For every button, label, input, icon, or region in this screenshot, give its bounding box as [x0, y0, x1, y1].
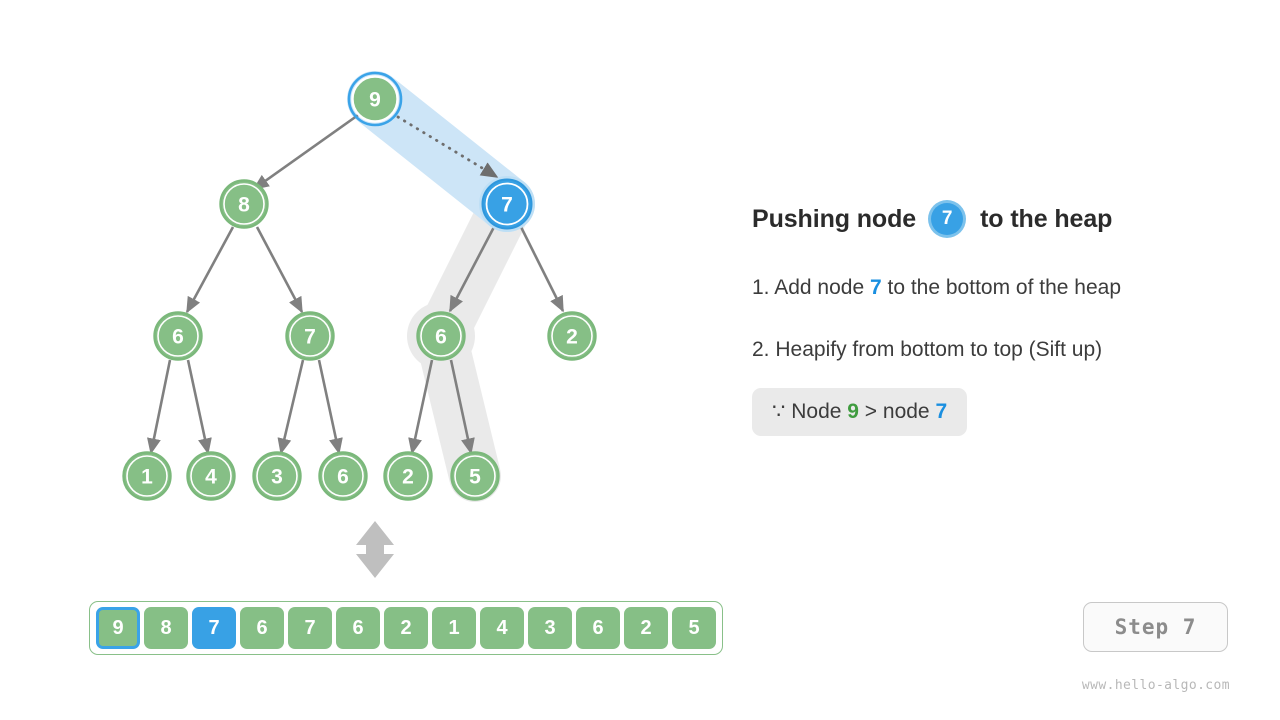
tree-edges: [147, 111, 565, 455]
tree-node-8[interactable]: 8: [219, 179, 269, 229]
explanation-panel: Pushing node 7 to the heap 1. Add node 7…: [752, 200, 1222, 436]
tree-node-label: 3: [271, 466, 283, 489]
array-cell[interactable]: 5: [672, 607, 716, 649]
badge-value: 7: [931, 203, 964, 235]
array-cell[interactable]: 6: [576, 607, 620, 649]
step-line-2: 2. Heapify from bottom to top (Sift up): [752, 338, 1222, 362]
reason-value-a: 9: [847, 400, 859, 423]
array-cell[interactable]: 6: [240, 607, 284, 649]
tree-node-label: 9: [369, 89, 381, 112]
tree-node-label: 5: [469, 466, 481, 489]
step-1-index: 1.: [752, 276, 770, 299]
tree-node-label: 4: [205, 466, 217, 489]
edge-7-2: [519, 226, 565, 313]
reason-middle: > node: [864, 400, 930, 423]
tree-array-link-arrow: [356, 521, 394, 578]
swap-dotted-arrow: [396, 115, 499, 179]
edge-6b-5: [449, 359, 475, 455]
array-cell[interactable]: 8: [144, 607, 188, 649]
edge-9-8: [252, 111, 362, 191]
tree-node-label: 1: [141, 466, 153, 489]
panel-title: Pushing node 7 to the heap: [752, 200, 1222, 238]
title-prefix: Pushing node: [752, 204, 917, 233]
tree-node-leaf-4[interactable]: 4: [186, 451, 236, 501]
title-suffix: to the heap: [980, 204, 1113, 233]
array-cell[interactable]: 7: [192, 607, 236, 649]
step-2-index: 2.: [752, 338, 770, 361]
array-cell[interactable]: 9: [96, 607, 140, 649]
reason-value-b: 7: [935, 400, 948, 423]
edge-8-6: [185, 226, 235, 314]
array-cell[interactable]: 3: [528, 607, 572, 649]
step-badge: Step 7: [1083, 602, 1228, 652]
array-cell[interactable]: 6: [336, 607, 380, 649]
tree-node-6-halo[interactable]: 6: [416, 311, 466, 361]
pushed-node-badge: 7: [928, 200, 967, 238]
tree-node-label: 8: [238, 194, 250, 217]
tree-node-leaf-5[interactable]: 5: [450, 451, 500, 501]
tree-node-2-right[interactable]: 2: [547, 311, 597, 361]
tree-node-label: 2: [402, 466, 414, 489]
edge-6b-2: [408, 359, 434, 455]
edge-7-6: [448, 226, 496, 313]
edge-7b-3: [277, 359, 305, 455]
step-2-before: Heapify from bottom to top (Sift up): [775, 338, 1103, 361]
edge-6-4: [186, 359, 212, 455]
step-1-after: to the bottom of the heap: [887, 276, 1122, 299]
array-cell[interactable]: 2: [384, 607, 428, 649]
tree-node-label: 6: [337, 466, 349, 489]
edge-7b-6: [317, 359, 343, 455]
tree-node-6-left[interactable]: 6: [153, 311, 203, 361]
reason-box: ∵ Node 9 > node 7: [752, 388, 968, 436]
tree-node-label: 7: [304, 326, 316, 349]
binary-heap-tree: 9 8 7 6 7 6: [122, 71, 597, 578]
edge-8-7: [255, 226, 304, 314]
tree-node-label: 2: [566, 326, 578, 349]
edge-6-1: [147, 359, 172, 455]
step-1-highlight: 7: [869, 276, 882, 299]
step-line-1: 1. Add node 7 to the bottom of the heap: [752, 276, 1222, 300]
tree-node-label: 6: [435, 326, 447, 349]
tree-node-leaf-2[interactable]: 2: [383, 451, 433, 501]
tree-node-9[interactable]: 9: [347, 71, 403, 127]
tree-node-leaf-1[interactable]: 1: [122, 451, 172, 501]
tree-node-leaf-6[interactable]: 6: [318, 451, 368, 501]
array-cell[interactable]: 4: [480, 607, 524, 649]
array-cell[interactable]: 7: [288, 607, 332, 649]
array-cell[interactable]: 2: [624, 607, 668, 649]
array-cell[interactable]: 1: [432, 607, 476, 649]
tree-node-7-pushed[interactable]: 7: [479, 176, 535, 232]
tree-node-label: 6: [172, 326, 184, 349]
tree-node-7-level2[interactable]: 7: [285, 311, 335, 361]
tree-node-label: 7: [501, 194, 513, 217]
step-1-before: Add node: [774, 276, 865, 299]
tree-node-leaf-3[interactable]: 3: [252, 451, 302, 501]
watermark: www.hello-algo.com: [1081, 678, 1230, 693]
reason-before: Node: [791, 400, 842, 423]
because-symbol: ∵: [772, 400, 786, 423]
